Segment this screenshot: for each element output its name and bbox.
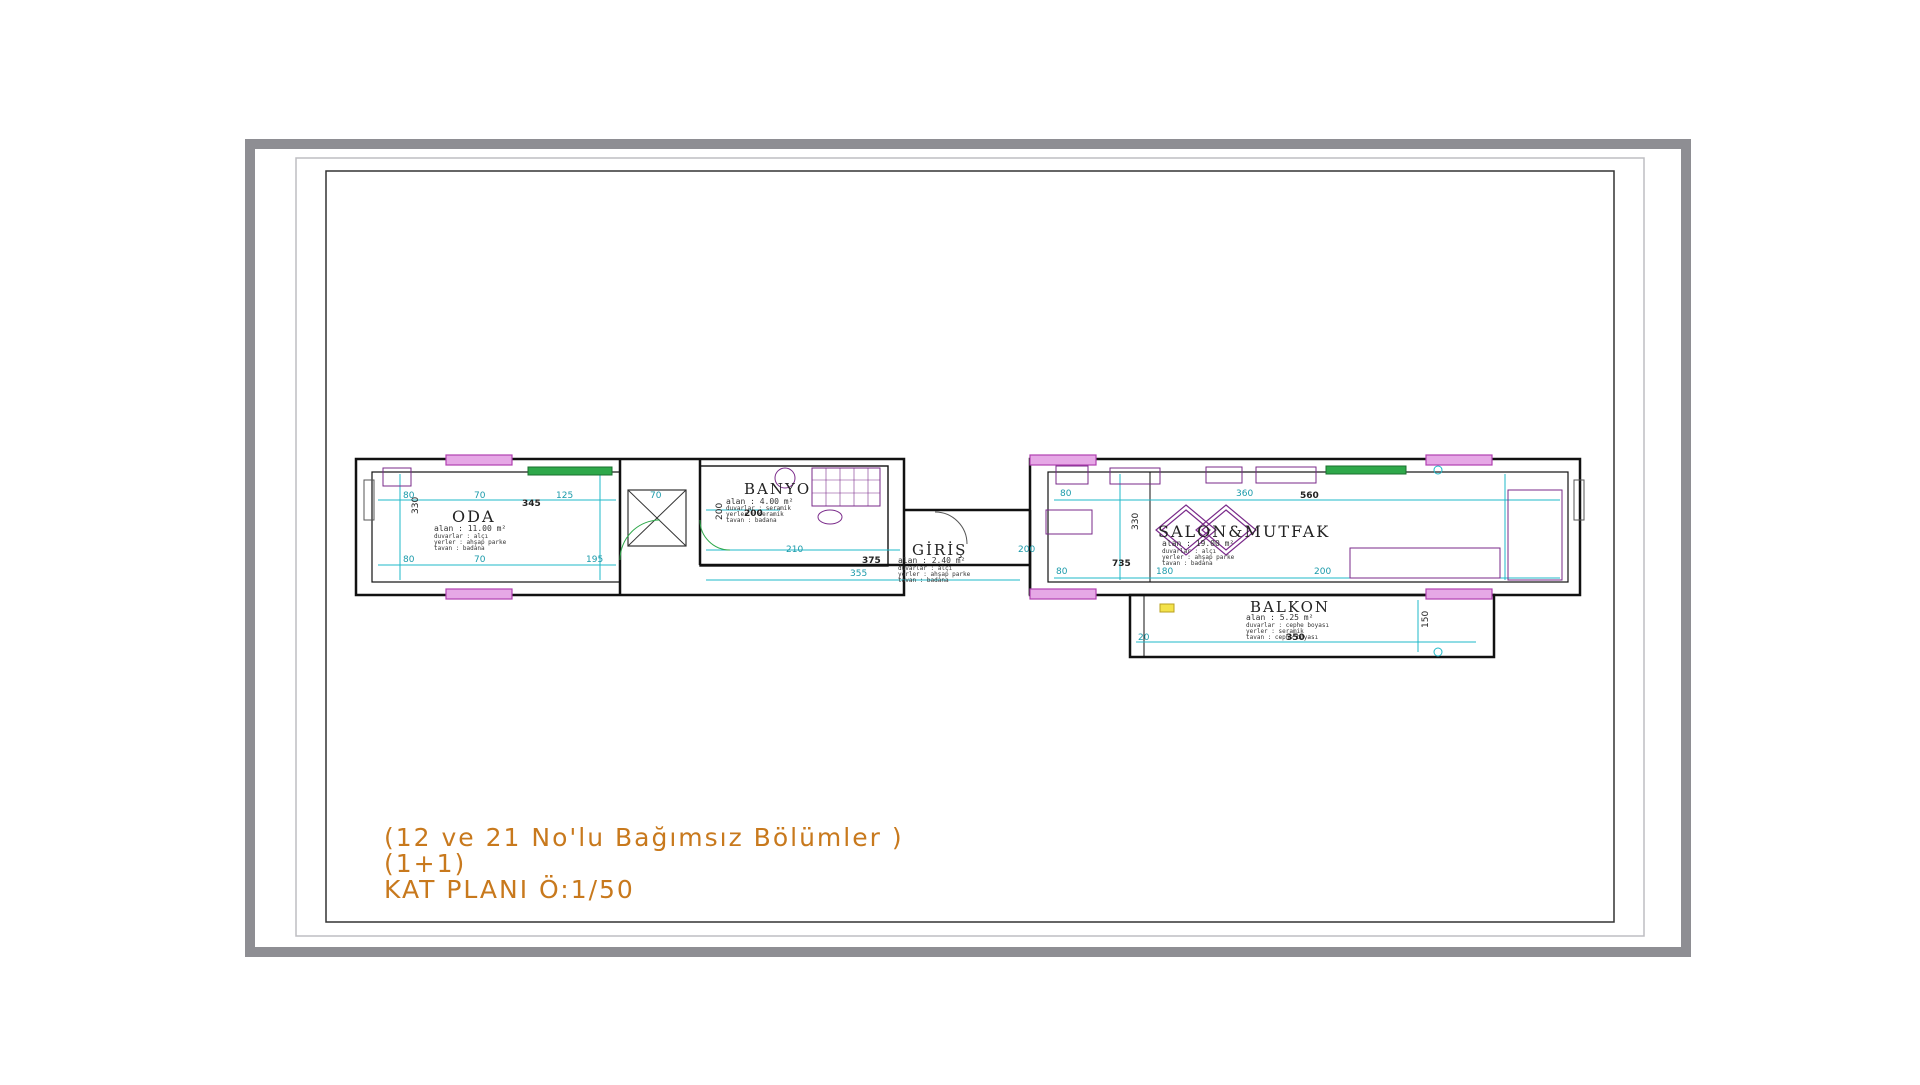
giris-name: GİRİŞ [912, 541, 967, 559]
oda-door-arc [619, 519, 661, 561]
dim-balkon-width: 350 [1286, 633, 1305, 643]
salon-rugs [1155, 504, 1257, 556]
oda-detail-3: tavan : badana [434, 545, 485, 552]
dim-oda-top-b: 125 [556, 491, 573, 501]
plan-title: (12 ve 21 No'lu Bağımsız Bölümler ) [384, 823, 904, 852]
giris-detail-2: yerler : ahşap parke [898, 571, 971, 578]
banyo-area: alan : 4.00 m² [726, 497, 793, 506]
fixtures [382, 465, 1563, 613]
dim-salon-height: 330 [1131, 513, 1141, 530]
dim-banyo-door: 70 [650, 491, 662, 501]
balkon-detail-2: yerler : seramik [1246, 628, 1304, 635]
balkon-name: BALKON [1250, 598, 1330, 616]
dim-salon-top-b: 360 [1236, 489, 1253, 499]
dim-banyo-width: 200 [744, 509, 763, 519]
salon-name: SALON&MUTFAK [1158, 522, 1330, 541]
salon-table [1045, 509, 1093, 535]
balkon-wall [1128, 593, 1496, 659]
dimension-labels: 345 330 70 125 70 195 80 80 200 200 70 2… [403, 489, 1431, 643]
outer-frame [245, 139, 1691, 957]
giris-area: alan : 2.40 m² [898, 556, 965, 565]
dim-oda-side-a: 80 [403, 491, 415, 501]
dim-oda-bottom-b: 195 [586, 555, 603, 565]
inner-frame [295, 157, 1645, 937]
salon-detail-3: tavan : badana [1162, 560, 1213, 567]
salon-detail-2: yerler : ahşap parke [1162, 554, 1235, 561]
window-salon-top-right [1425, 454, 1493, 466]
side-windows [363, 479, 1585, 521]
dim-oda-width: 345 [522, 499, 541, 509]
balkon-chair [1159, 603, 1175, 613]
windows [445, 454, 1493, 600]
banyo-wall [699, 465, 889, 567]
dim-hall-b: 375 [862, 556, 881, 566]
window-salon-bottom-left [1029, 588, 1097, 600]
drawing-border [325, 170, 1615, 923]
kitchen-cabinet [1325, 465, 1407, 475]
giris-detail-3: tavan : badana [898, 577, 949, 584]
dim-hall-d: 200 [1018, 545, 1035, 555]
room-details: alan : 11.00 m² duvarlar : alçı yerler :… [434, 497, 1329, 641]
shaft [627, 489, 687, 547]
window-salon-top-left [1029, 454, 1097, 466]
side-window-right [1573, 479, 1585, 521]
oda-wardrobe [527, 466, 613, 476]
banyo-detail-1: duvarlar : seramik [726, 505, 791, 512]
salon-sofa [1349, 547, 1501, 579]
dim-oda-side-b: 80 [403, 555, 415, 565]
window-oda-top [445, 454, 513, 466]
giris-detail-1: duvarlar : alçı [898, 565, 953, 572]
banyo-toilet [817, 509, 843, 525]
dim-oda-height: 330 [411, 497, 421, 514]
dim-oda-top-a: 70 [474, 491, 486, 501]
entry-door-arc [934, 511, 968, 545]
banyo-detail-3: tavan : badana [726, 517, 777, 524]
oda-name: ODA [452, 507, 496, 526]
window-oda-bottom [445, 588, 513, 600]
kitchen-sink [1055, 465, 1089, 485]
salon-inner-wall [1047, 471, 1569, 583]
dim-oda-bottom-a: 70 [474, 555, 486, 565]
dim-banyo-height: 200 [715, 503, 725, 520]
side-window-left [363, 479, 375, 521]
plan-type: (1+1) [384, 849, 467, 878]
banyo-detail-2: yerler : seramik [726, 511, 784, 518]
banyo-name: BANYO [744, 480, 811, 498]
dim-salon-top-a: 80 [1060, 489, 1072, 499]
window-salon-bottom-right [1425, 588, 1493, 600]
kitchen-counter [1255, 466, 1317, 484]
dim-hall-c: 355 [850, 569, 867, 579]
dim-salon-bottom-c: 80 [1056, 567, 1068, 577]
dim-hall-a: 210 [786, 545, 803, 555]
plan-scale: KAT PLANI Ö:1/50 [384, 875, 635, 904]
banyo-door-arc [699, 519, 731, 551]
balkon-area: alan : 5.25 m² [1246, 613, 1313, 622]
balkon-detail-1: duvarlar : cephe boyası [1246, 622, 1329, 629]
balkon-detail-3: tavan : cephe boyası [1246, 634, 1319, 641]
oda-area: alan : 11.00 m² [434, 524, 506, 533]
oda-nightstand [382, 467, 412, 487]
oda-detail-2: yerler : ahşap parke [434, 539, 507, 546]
dim-salon-bottom-a: 180 [1156, 567, 1173, 577]
room-labels: ODA BANYO GİRİŞ SALON&MUTFAK BALKON [452, 480, 1330, 616]
dim-salon-width: 560 [1300, 491, 1319, 501]
salon-tv-unit [1507, 489, 1563, 581]
left-block-wall [354, 457, 906, 597]
oda-detail-1: duvarlar : alçı [434, 533, 489, 540]
dim-balkon-side: 20 [1138, 633, 1150, 643]
salon-detail-1: duvarlar : alçı [1162, 548, 1217, 555]
kitchen-stove [1109, 467, 1161, 485]
salon-area: alan : 19.00 m² [1162, 539, 1234, 548]
banyo-shower [811, 467, 881, 507]
kitchen-fridge [1205, 466, 1243, 484]
walls [354, 457, 1582, 659]
dim-balkon-height: 150 [1421, 611, 1431, 628]
dim-salon-total: 735 [1112, 559, 1131, 569]
banyo-washbasin [774, 467, 796, 489]
dim-salon-bottom-b: 200 [1314, 567, 1331, 577]
